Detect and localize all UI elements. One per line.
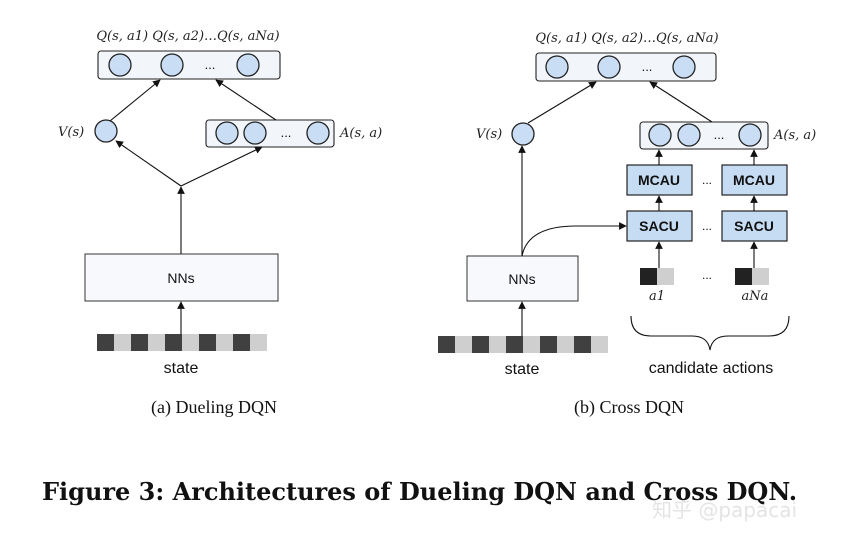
mcau-box-1 xyxy=(626,164,693,196)
value-node xyxy=(94,119,118,143)
mcau-label-n: MCAU xyxy=(733,172,775,188)
nn-box xyxy=(466,255,579,302)
advantage-ellipsis: ... xyxy=(281,125,292,140)
split-to-advantage-edge xyxy=(180,146,263,187)
advantage-label: A(s, a) xyxy=(773,128,816,143)
action-ellipsis: ... xyxy=(702,268,712,282)
advantage-group: ... xyxy=(205,119,335,148)
advantage-ellipsis: ... xyxy=(714,127,725,142)
advantage-node xyxy=(648,123,672,147)
action-vector-1 xyxy=(640,268,674,285)
value-label: V(s) xyxy=(476,127,502,142)
sacu-box-n xyxy=(721,210,788,242)
split-to-value-edge xyxy=(115,140,182,187)
nn-to-sacu-edge xyxy=(521,222,627,257)
q-output-group: ... xyxy=(97,50,281,80)
q-node xyxy=(108,53,132,77)
q-node xyxy=(236,53,260,77)
q-node xyxy=(597,55,621,79)
sacu-label-1: SACU xyxy=(639,218,679,234)
nn-label: NNs xyxy=(167,270,194,286)
cross-dqn-diagram: Q(s, a1) Q(s, a2)…Q(s, aNa) ... V(s) ...… xyxy=(438,31,816,418)
mcau-label-1: MCAU xyxy=(638,172,680,188)
watermark: 知乎 @papacai xyxy=(652,498,797,522)
q-node xyxy=(672,55,696,79)
advantage-node xyxy=(243,121,267,145)
value-label: V(s) xyxy=(58,125,84,140)
value-to-q-edge xyxy=(109,79,161,122)
advantage-group: ... xyxy=(639,121,769,150)
state-label: state xyxy=(505,361,540,378)
action-label-1: a1 xyxy=(649,289,665,304)
advantage-node xyxy=(215,121,239,145)
candidate-brace xyxy=(630,315,790,351)
advantage-node xyxy=(306,121,330,145)
advantage-node xyxy=(738,123,762,147)
state-vector xyxy=(97,334,267,351)
q-node xyxy=(160,53,184,77)
subcaption-a: (a) Dueling DQN xyxy=(151,397,277,418)
advantage-to-q-edge xyxy=(215,79,277,121)
sacu-box-1 xyxy=(626,210,693,242)
mcau-box-n xyxy=(721,164,788,196)
value-to-q-edge xyxy=(527,81,597,124)
q-node xyxy=(545,55,569,79)
advantage-label: A(s, a) xyxy=(339,126,382,141)
value-node xyxy=(511,122,535,146)
candidate-actions-label: candidate actions xyxy=(649,360,774,377)
q-values-label: Q(s, a1) Q(s, a2)…Q(s, aNa) xyxy=(535,31,718,46)
q-ellipsis: ... xyxy=(642,59,653,74)
mcau-ellipsis: ... xyxy=(702,173,712,187)
action-label-n: aNa xyxy=(742,289,769,304)
q-output-group: ... xyxy=(535,52,717,82)
action-vector-n xyxy=(735,268,769,285)
sacu-ellipsis: ... xyxy=(702,219,712,233)
advantage-to-q-edge xyxy=(649,81,713,123)
sacu-label-n: SACU xyxy=(734,218,774,234)
nn-label: NNs xyxy=(508,271,535,287)
q-ellipsis: ... xyxy=(205,57,216,72)
state-label: state xyxy=(164,360,199,377)
advantage-node xyxy=(677,123,701,147)
q-values-label: Q(s, a1) Q(s, a2)…Q(s, aNa) xyxy=(96,29,279,44)
subcaption-b: (b) Cross DQN xyxy=(574,397,684,418)
state-vector xyxy=(438,336,608,353)
figure-caption: Figure 3: Architectures of Dueling DQN a… xyxy=(42,477,797,506)
nn-box xyxy=(84,253,279,302)
dueling-dqn-diagram: Q(s, a1) Q(s, a2)…Q(s, aNa) ... V(s) ...… xyxy=(58,29,382,418)
